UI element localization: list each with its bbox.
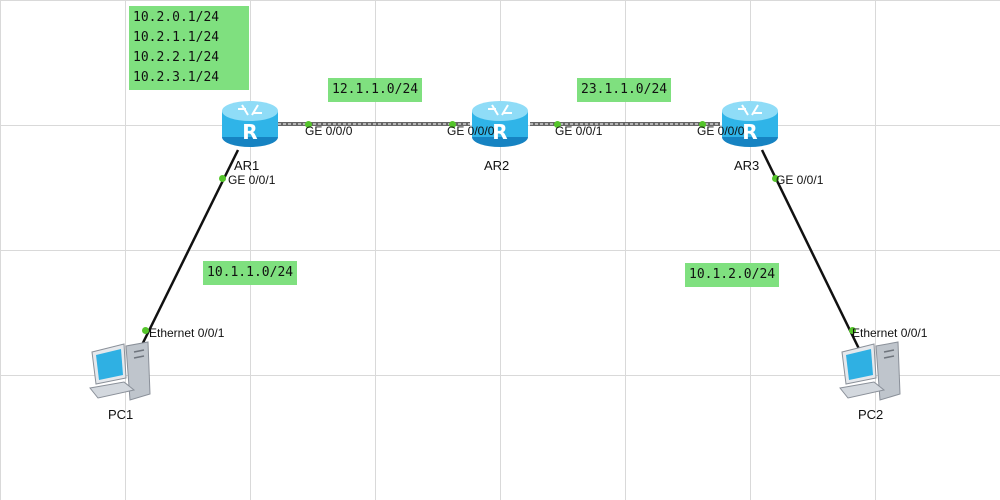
router-ar2[interactable]: R [468,95,532,151]
port-dot-ar2-ge000[interactable] [449,121,456,128]
pc1-eth-label: Ethernet 0/0/1 [149,326,225,340]
ar1-label: AR1 [234,158,260,173]
router-icon: R [222,101,278,147]
ar2-label: AR2 [484,158,510,173]
port-dot-pc2-eth[interactable] [849,327,856,334]
pc2[interactable] [838,338,906,404]
ar3-ge001-label: GE 0/0/1 [776,173,824,187]
pc-icon [89,341,151,401]
pc1-label: PC1 [108,407,134,422]
ar2-ge001-label: GE 0/0/1 [555,124,603,138]
svg-text:R: R [742,120,757,144]
loopback-2: 10.2.1.1/24 [133,30,220,45]
ar2-ge000-label: GE 0/0/0 [447,124,495,138]
ar3-ge000-label: GE 0/0/0 [697,124,745,138]
router-icon: R [472,101,528,147]
ar3-label: AR3 [734,158,760,173]
link-ar3-pc2[interactable] [760,149,864,356]
ar1-ge000-label: GE 0/0/0 [305,124,353,138]
net-ar3-pc2-note[interactable]: 10.1.2.0/24 [685,263,780,287]
net-ar1-ar2-note[interactable]: 12.1.1.0/24 [328,78,423,102]
ar1-loopback-note[interactable]: 10.2.0.1/24 10.2.1.1/24 10.2.2.1/24 10.2… [129,6,249,90]
svg-text:R: R [492,120,507,144]
router-ar1[interactable]: R [218,95,282,151]
port-dot-pc1-eth[interactable] [142,327,149,334]
ar1-ge001-label: GE 0/0/1 [228,173,276,187]
loopback-1: 10.2.0.1/24 [133,10,220,25]
port-dot-ar3-ge000[interactable] [699,121,706,128]
router-ar3[interactable]: R [718,95,782,151]
pc2-eth-label: Ethernet 0/0/1 [852,326,928,340]
net-ar1-pc1-note[interactable]: 10.1.1.0/24 [203,261,298,285]
port-dot-ar1-ge000[interactable] [305,121,312,128]
pc1[interactable] [88,338,156,404]
svg-text:R: R [242,120,257,144]
port-dot-ar1-ge001[interactable] [219,175,226,182]
net-ar2-ar3-note[interactable]: 23.1.1.0/24 [577,78,672,102]
router-icon: R [722,101,778,147]
loopback-4: 10.2.3.1/24 [133,70,220,85]
port-dot-ar2-ge001[interactable] [554,121,561,128]
pc2-label: PC2 [858,407,884,422]
pc-icon [839,341,901,401]
port-dot-ar3-ge001[interactable] [772,175,779,182]
link-ar1-pc1[interactable] [135,149,240,356]
loopback-3: 10.2.2.1/24 [133,50,220,65]
